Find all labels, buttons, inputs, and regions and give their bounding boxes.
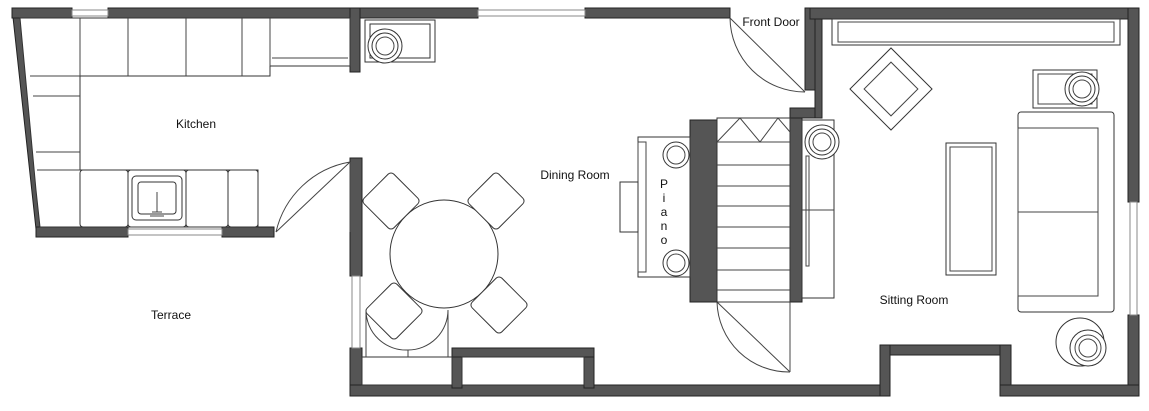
corner-chair xyxy=(1055,317,1107,367)
wall-kitchen-south-2 xyxy=(221,226,275,238)
wall-dining-north-1 xyxy=(359,7,479,19)
sitting-shelf xyxy=(831,18,1121,46)
piano-letter: n xyxy=(661,219,668,233)
wall-kitchen-east-upper xyxy=(349,7,361,73)
door-front xyxy=(729,17,806,93)
door-stair-lower xyxy=(716,301,791,373)
bay-window-seat xyxy=(361,309,585,386)
piano-letter: P xyxy=(660,177,668,191)
label-front-door: Front Door xyxy=(742,15,799,29)
window-dining-west xyxy=(351,275,361,349)
doors xyxy=(275,17,806,373)
wall-dining-south xyxy=(349,384,891,397)
piano: P i a n o xyxy=(619,136,691,278)
wall-sitting-east-upper xyxy=(1127,7,1140,203)
coffee-table xyxy=(945,142,997,276)
kitchen-sink xyxy=(131,175,183,221)
room-label-sitting-room: Sitting Room xyxy=(880,293,949,307)
wall-front-door-jamb xyxy=(804,7,816,91)
wall-dining-north-2 xyxy=(584,7,731,19)
room-label-terrace: Terrace xyxy=(151,308,191,322)
wall-stair-east xyxy=(789,107,803,303)
dining-table-set xyxy=(362,172,528,340)
room-label-kitchen: Kitchen xyxy=(176,117,216,131)
wall-kitchen-north-2 xyxy=(107,7,361,19)
window-sitting-east xyxy=(1129,201,1138,316)
wall-kitchen-north-1 xyxy=(11,7,73,19)
windows xyxy=(71,9,1138,349)
piano-letter: o xyxy=(661,233,668,247)
dining-table xyxy=(389,199,499,309)
wall-stair-west xyxy=(689,119,718,303)
wall-kitchen-south-1 xyxy=(35,226,129,238)
armchair xyxy=(849,47,933,131)
window-kitchen-north xyxy=(71,9,109,17)
wall-sitting-inner xyxy=(814,17,823,119)
piano-letter: i xyxy=(663,191,666,205)
wall-sitting-step-1 xyxy=(879,344,891,397)
wall-sitting-south-1 xyxy=(879,344,1009,356)
staircase xyxy=(716,117,791,303)
sideboard xyxy=(801,119,840,299)
side-chair xyxy=(1032,69,1100,109)
window-kitchen-south xyxy=(127,228,223,236)
wall-sitting-south-2 xyxy=(999,384,1140,397)
piano-letter: a xyxy=(661,205,668,219)
room-label-dining-room: Dining Room xyxy=(540,168,609,182)
door-kitchen-terrace xyxy=(275,161,351,233)
wall-sitting-north xyxy=(809,7,1140,20)
wall-sitting-east-lower xyxy=(1127,314,1140,397)
wall-bay-top xyxy=(451,347,595,358)
wall-dining-west-mid xyxy=(349,157,363,277)
kitchen-chair xyxy=(364,19,436,64)
sofa xyxy=(1017,111,1115,313)
window-dining-north xyxy=(477,9,586,17)
